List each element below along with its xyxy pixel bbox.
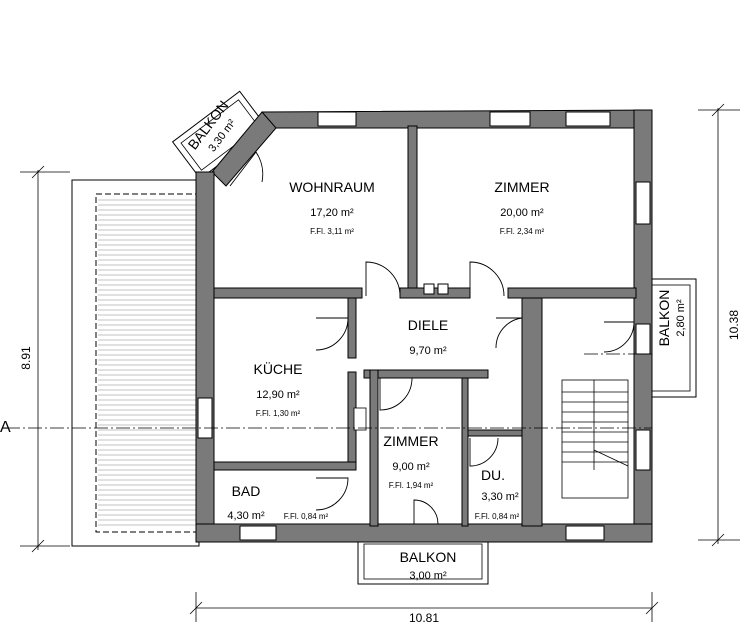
room-diele: DIELE 9,70 m² [408, 317, 448, 357]
room-wohnraum-name: WOHNRAUM [289, 179, 375, 195]
room-bad: BAD 4,30 m² F.Fl. 0,84 m² [227, 483, 328, 522]
room-kueche-name: KÜCHE [253, 360, 302, 377]
room-zimmer-mid-name: ZIMMER [383, 433, 438, 449]
room-wohnraum: WOHNRAUM 17,20 m² F.Fl. 3,11 m² [289, 179, 375, 236]
room-kueche: KÜCHE 12,90 m² F.Fl. 1,30 m² [253, 360, 302, 418]
section-line-a: A [0, 353, 652, 436]
room-zimmer-top: ZIMMER 20,00 m² F.Fl. 2,34 m² [494, 179, 549, 236]
balcony-bottom-name: BALKON [400, 549, 457, 565]
room-diele-name: DIELE [408, 317, 448, 333]
balcony-right-area: 2,80 m² [675, 299, 687, 337]
room-bad-ffl: F.Fl. 0,84 m² [284, 512, 329, 521]
room-zimmer-mid: ZIMMER 9,00 m² F.Fl. 1,94 m² [383, 433, 438, 490]
room-kueche-ffl: F.Fl. 1,30 m² [256, 409, 301, 418]
left-terrace [71, 179, 200, 547]
room-zimmer-top-ffl: F.Fl. 2,34 m² [500, 227, 545, 236]
balcony-bottom [357, 537, 489, 585]
room-wohnraum-ffl: F.Fl. 3,11 m² [310, 227, 354, 236]
doors [229, 151, 635, 525]
kitchen-stove [353, 407, 367, 431]
room-du-ffl: F.Fl. 0,84 m² [475, 512, 520, 521]
staircase [561, 379, 629, 499]
room-zimmer-mid-area: 9,00 m² [392, 461, 430, 473]
room-diele-area: 9,70 m² [409, 345, 447, 357]
room-wohnraum-area: 17,20 m² [310, 207, 354, 219]
room-du-area: 3,30 m² [481, 491, 519, 503]
dimension-height-left-label: 8.91 [19, 346, 33, 370]
room-kueche-area: 12,90 m² [256, 389, 300, 401]
dimension-height-right [698, 103, 740, 547]
room-zimmer-top-area: 20,00 m² [500, 207, 544, 219]
section-marker: A [0, 419, 11, 436]
balcony-right-name: BALKON [656, 290, 672, 347]
dimension-height-right-label: 10.38 [727, 310, 741, 340]
balcony-right [645, 278, 697, 398]
balcony-bottom-area: 3,00 m² [409, 570, 447, 582]
room-zimmer-mid-ffl: F.Fl. 1,94 m² [389, 481, 434, 490]
room-bad-area: 4,30 m² [227, 510, 265, 522]
room-du-name: DU. [481, 467, 505, 483]
dimension-height-left [20, 165, 70, 553]
dimension-width-label: 10.81 [409, 611, 439, 625]
room-zimmer-top-name: ZIMMER [494, 179, 549, 195]
dimension-width [189, 592, 659, 622]
interior-walls [213, 125, 637, 527]
chimney [423, 283, 449, 295]
room-du: DU. 3,30 m² F.Fl. 0,84 m² [475, 467, 520, 521]
room-bad-name: BAD [232, 483, 261, 499]
